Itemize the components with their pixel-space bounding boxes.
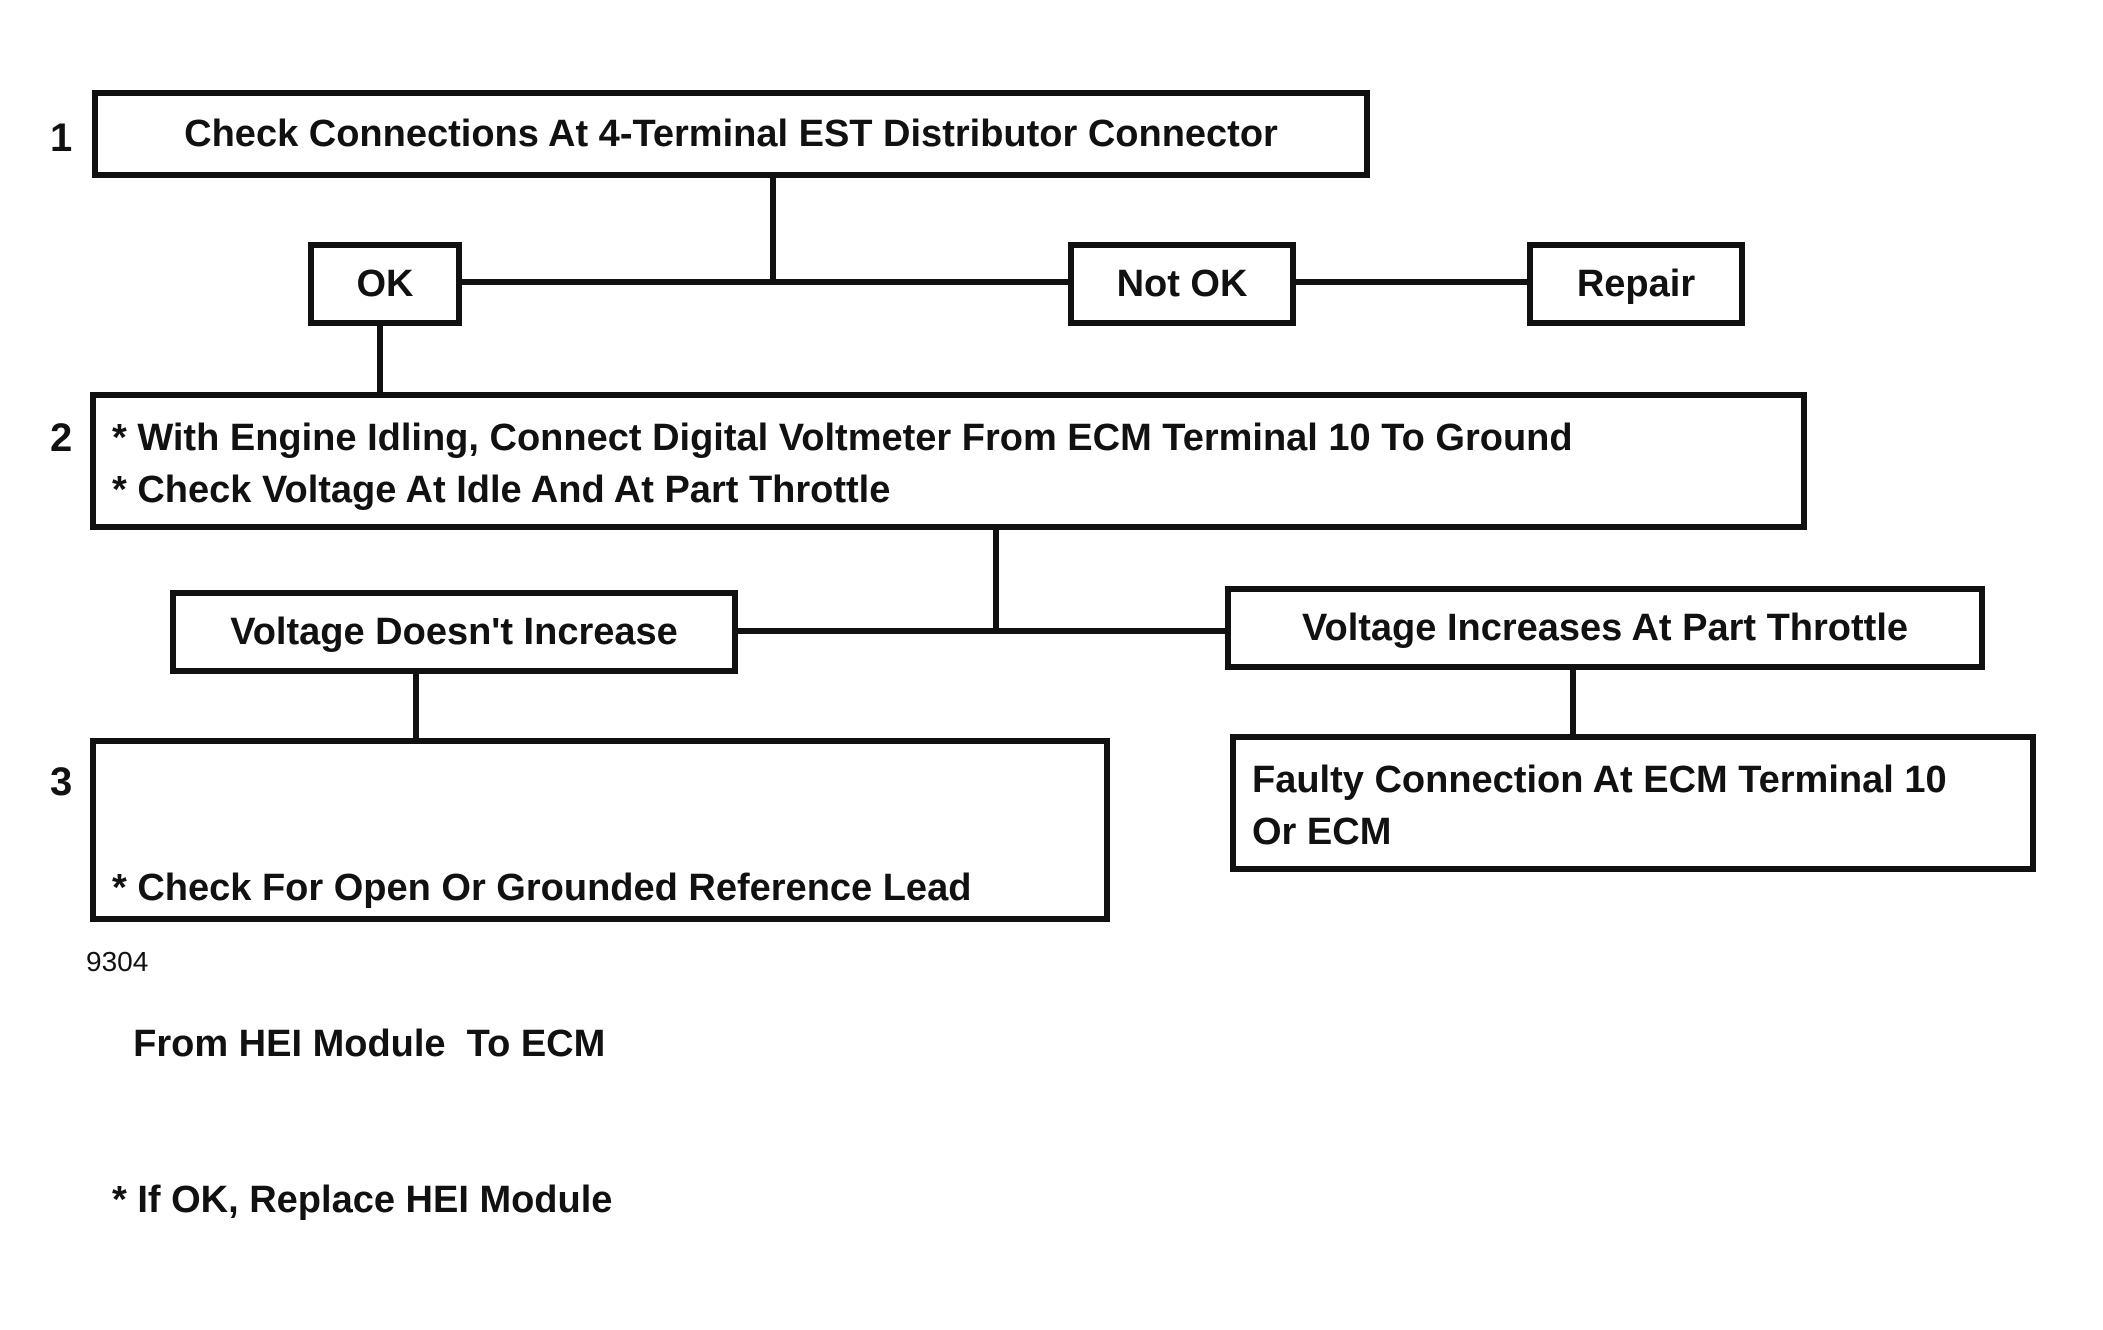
step2-instruction-box: * With Engine Idling, Connect Digital Vo… bbox=[90, 392, 1807, 530]
step-number-1: 1 bbox=[50, 116, 73, 160]
step-number-3: 3 bbox=[50, 760, 73, 804]
not-ok-label: Not OK bbox=[1116, 263, 1248, 305]
step2-line-1: * With Engine Idling, Connect Digital Vo… bbox=[112, 417, 1573, 459]
faulty-connection-box: Faulty Connection At ECM Terminal 10 Or … bbox=[1230, 734, 2036, 872]
connector-increase-down bbox=[1570, 668, 1576, 736]
voltage-no-increase-label: Voltage Doesn't Increase bbox=[230, 611, 678, 653]
connector-ok-down bbox=[377, 324, 383, 396]
ok-box: OK bbox=[308, 242, 462, 326]
connector-voltage-branches bbox=[736, 628, 1226, 634]
voltage-increase-label: Voltage Increases At Part Throttle bbox=[1301, 607, 1909, 649]
step2-line-2: * Check Voltage At Idle And At Part Thro… bbox=[112, 469, 891, 511]
ok-label: OK bbox=[356, 263, 414, 305]
step3-line-1: * Check For Open Or Grounded Reference L… bbox=[112, 867, 972, 909]
faulty-line-2: Or ECM bbox=[1252, 811, 1392, 853]
not-ok-box: Not OK bbox=[1068, 242, 1296, 326]
connector-no-increase-down bbox=[413, 672, 419, 740]
connector-notok-repair bbox=[1294, 279, 1530, 285]
repair-label: Repair bbox=[1576, 263, 1696, 305]
faulty-line-1: Faulty Connection At ECM Terminal 10 bbox=[1252, 759, 1947, 801]
step3-line-2: From HEI Module To ECM bbox=[112, 1023, 606, 1065]
repair-box: Repair bbox=[1527, 242, 1745, 326]
check-connections-label: Check Connections At 4-Terminal EST Dist… bbox=[184, 113, 1278, 155]
check-connections-box: Check Connections At 4-Terminal EST Dist… bbox=[92, 90, 1370, 178]
step3-instruction-box: * Check For Open Or Grounded Reference L… bbox=[90, 738, 1110, 1221]
step-number-2: 2 bbox=[50, 416, 73, 460]
connector-ok-notok bbox=[452, 279, 1070, 285]
flowchart: 1 2 3 Check Connections At 4-Terminal ES… bbox=[50, 90, 2036, 1221]
step3-line-3: * If OK, Replace HEI Module bbox=[112, 1179, 613, 1221]
connector-step1-down bbox=[770, 176, 776, 282]
connector-step2-down bbox=[993, 528, 999, 632]
voltage-increase-box: Voltage Increases At Part Throttle bbox=[1225, 586, 1985, 670]
voltage-no-increase-box: Voltage Doesn't Increase bbox=[170, 590, 738, 674]
figure-id: 9304 bbox=[86, 946, 149, 977]
